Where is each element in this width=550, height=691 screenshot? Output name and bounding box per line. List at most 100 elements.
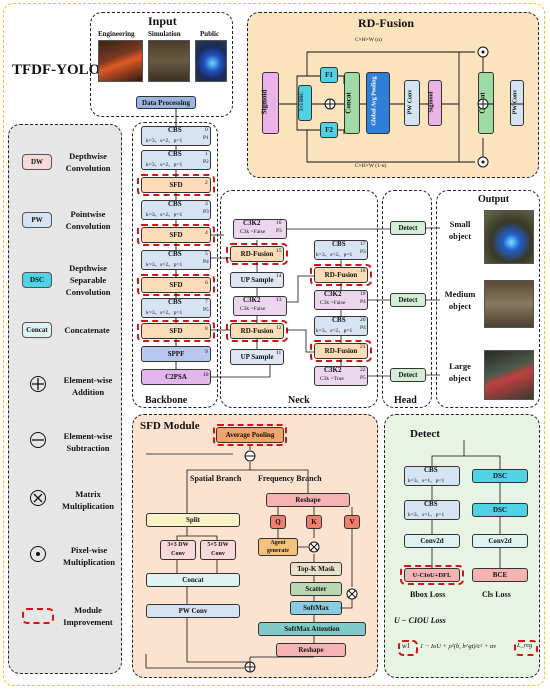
rdfusion-heading: RD-Fusion (358, 16, 415, 30)
neck-num-13: 13 (276, 297, 282, 303)
backbone-cbs-3 (141, 200, 211, 220)
legend-pw-text: Pointwise Convolution (65, 209, 111, 231)
backbone-cbs-5-title: CBS (168, 250, 182, 258)
backbone-cbs-0-params: k=3、s=2、p=1 (146, 138, 183, 144)
detect-cbs-1 (404, 466, 460, 486)
engineering-image (98, 40, 143, 82)
neck-cbs-17-title: CBS (332, 240, 346, 248)
neck-num-12: 12 (276, 325, 282, 331)
large-object-image (484, 350, 534, 400)
input-label-engineering: Engineering (98, 30, 135, 38)
neck-rdfusion-21: RD-Fusion (314, 343, 368, 359)
input-heading: Input (148, 14, 177, 28)
sfd-spatial-label: Spatial Branch (190, 474, 242, 483)
detect-cbs-2-title: CBS (424, 500, 438, 508)
output-label-large: Large object (448, 361, 472, 383)
neck-label: Neck (288, 395, 310, 406)
head-panel (382, 190, 432, 408)
neck-cbs-17 (314, 240, 368, 260)
sfd-pwconv: PW Conv (146, 604, 240, 618)
sfd-heading: SFD Module (140, 420, 200, 432)
rdf-sigmoid-2 (428, 80, 442, 126)
output-label-small: Small object (448, 219, 472, 241)
neck-c3k2-13-title: C3K2 (243, 296, 261, 304)
backbone-cbs-3-title: CBS (168, 200, 182, 208)
detect-lreg-highlight (514, 640, 538, 656)
rdf-pwconv (404, 80, 420, 126)
neck-upsample-11: UP Sample (230, 349, 284, 365)
neck-rdfusion-18: RD-Fusion (314, 267, 368, 283)
neck-panel (220, 190, 378, 408)
neck-connectors (211, 228, 397, 378)
bb-num-0p: P1 (203, 135, 209, 141)
detect-w1: w1 (402, 642, 411, 650)
legend-pix-text: Pixel-wise Multiplication (63, 545, 115, 567)
detect-dsc-1: DSC (472, 469, 528, 483)
input-panel (90, 12, 233, 117)
neck-cbs-20-param: k=3、s=2、p=1 (316, 328, 353, 334)
rdf-sigmoid-1 (262, 72, 279, 134)
sfd-concat: Concat (146, 573, 240, 587)
sfd-reshape: Reshape (266, 493, 350, 507)
detect-cls-loss: Cls Loss (482, 590, 511, 599)
sfd-v: V (344, 515, 360, 529)
plus-glyph (32, 378, 44, 390)
neck-num-11: 11 (276, 350, 282, 356)
output-panel (436, 190, 540, 408)
minus-circle-icon (30, 432, 46, 448)
sfd-q: Q (270, 515, 286, 529)
neck-num-20p: P4 (360, 325, 366, 331)
legend-module-text: Module Improvement (63, 605, 113, 627)
head-detect-1: Detect (390, 221, 426, 235)
page-title: TFDF-YOLO (12, 62, 101, 78)
backbone-cbs-1-params: k=3、s=2、p=1 (146, 162, 183, 168)
neck-c3k2-19 (314, 290, 368, 310)
legend-concat-box: Concat (22, 322, 52, 338)
detect-loss-title: U − CIOU Loss (394, 616, 446, 625)
neck-num-16p: P3 (276, 228, 282, 234)
backbone-cbs-0 (141, 126, 211, 146)
neck-num-18: 18 (360, 268, 366, 274)
legend-panel (8, 124, 122, 674)
neck-c3k2-19-title: C3K2 (324, 290, 342, 298)
neck-num-19p: P4 (360, 299, 366, 305)
bb-num-5p: P4 (203, 259, 209, 265)
head-detect-3: Detect (390, 368, 426, 382)
backbone-sfd-4: SFD (141, 227, 211, 243)
detect-bce: BCE (472, 568, 528, 582)
sfd-scatter: Scatter (290, 582, 342, 596)
sfd-frequency-label: Frequency Branch (258, 474, 322, 483)
neck-c3k2-13 (233, 296, 287, 316)
neck-c3k2-13-param: C3k =False (240, 306, 266, 312)
neck-cbs-20-title: CBS (332, 316, 346, 324)
dot-circle-icon (30, 546, 46, 562)
backbone-cbs-3-params: k=3、s=2、p=1 (146, 212, 183, 218)
neck-c3k2-16 (233, 219, 287, 239)
sfd-connectors (145, 446, 358, 673)
backbone-sppf: SPPF (141, 346, 211, 362)
sfd-dw3: 3×3 DW Conv (160, 540, 196, 560)
sfd-avgpool-highlight (213, 424, 287, 446)
backbone-cbs-0-title: CBS (168, 126, 182, 134)
detect-cbs-1-param: k=3、s=1、p=1 (408, 478, 445, 484)
simulation-image (148, 40, 190, 82)
detect-w1-highlight (398, 640, 418, 656)
sfd-reshape-2: Reshape (276, 643, 346, 657)
rdf-f2: F2 (320, 122, 338, 138)
sfd-dw5: 5×5 DW Conv (200, 540, 236, 560)
neck-c3k2-22-title: C3K2 (324, 366, 342, 374)
legend-dw-text: Depthwise Convolution (65, 151, 111, 173)
input-label-public: Public (200, 30, 220, 38)
neck-num-20: 20 (360, 317, 366, 323)
backbone-cbs-1-title: CBS (168, 150, 182, 158)
neck-c3k2-16-title: C3K2 (243, 219, 261, 227)
backbone-cbs-5 (141, 250, 211, 270)
head-connectors (426, 227, 440, 376)
detect-heading: Detect (410, 428, 440, 440)
sfd-attention: SoftMax Attention (258, 622, 366, 636)
bb-num-8: 8 (205, 326, 208, 332)
neck-num-17: 17 (360, 241, 366, 247)
neck-num-17p: P3 (360, 249, 366, 255)
neck-cbs-17-param: k=3、s=2、p=1 (316, 252, 353, 258)
red-dashed-box-icon (22, 608, 54, 624)
